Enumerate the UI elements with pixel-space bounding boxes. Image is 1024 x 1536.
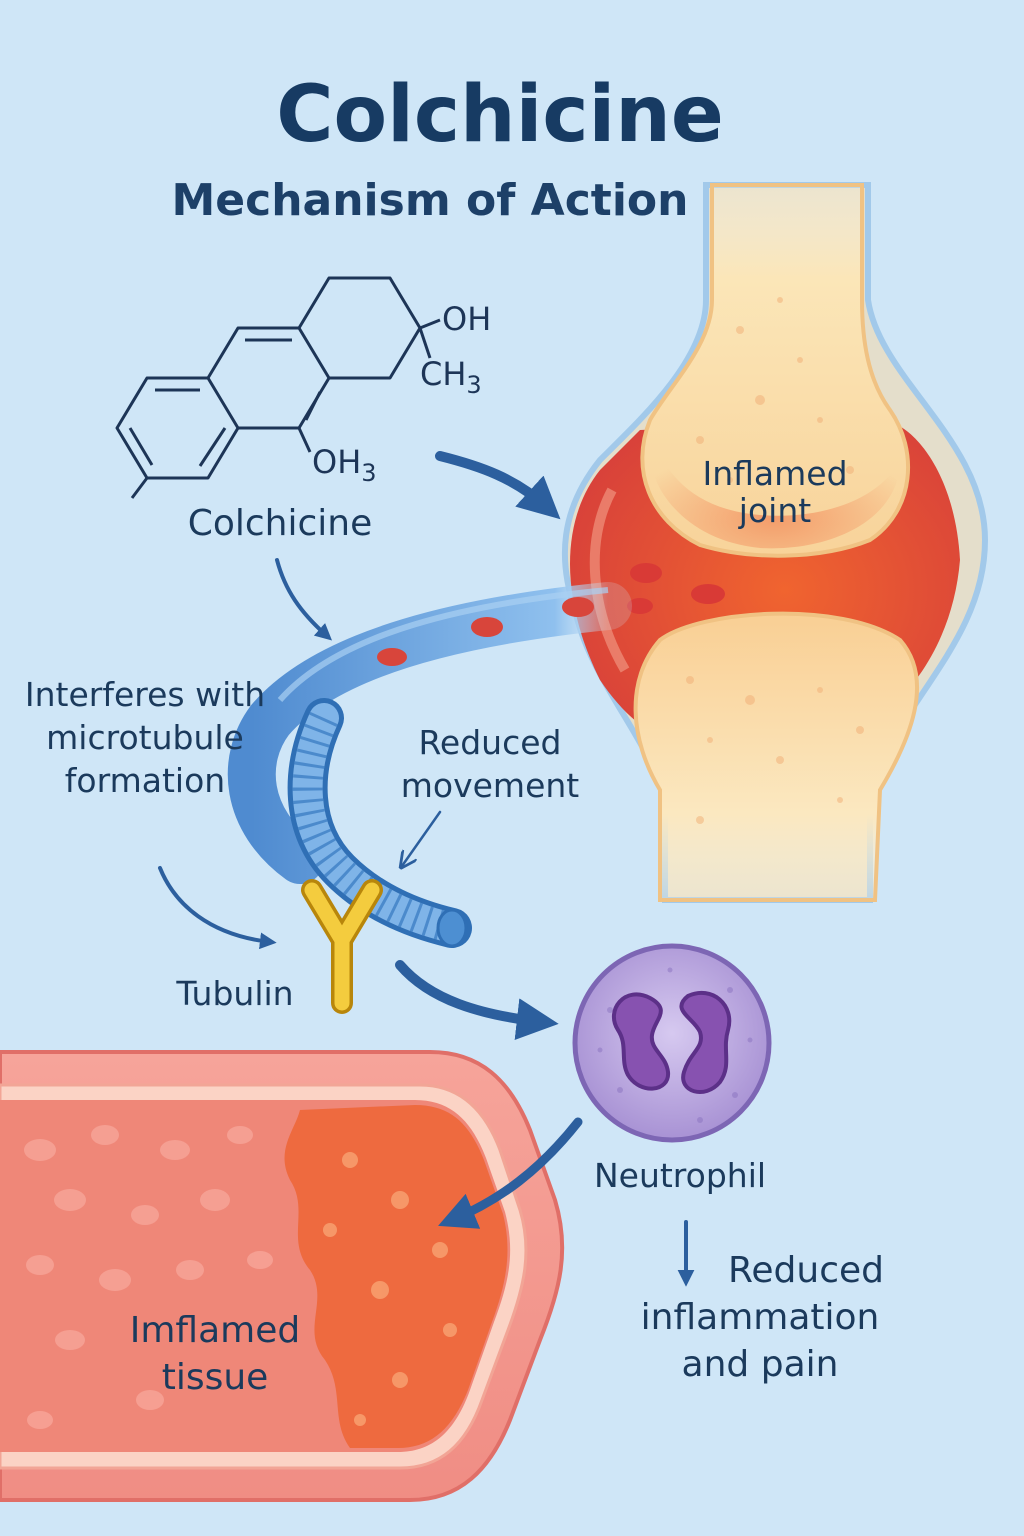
blood-vessel-illustration xyxy=(227,582,632,884)
molecule-oh3-group: OH3 xyxy=(312,443,377,487)
interferes-label: Interferes with microtubule formation xyxy=(24,675,266,800)
neutrophil-icon xyxy=(572,943,772,1143)
arrow-interferes-to-tubulin xyxy=(158,866,277,950)
arrow-colchicine-to-vessel xyxy=(275,558,333,641)
reduced-movement-label: Reduced movement xyxy=(400,723,580,805)
molecule-label: Colchicine xyxy=(187,503,373,544)
neutrophil-label: Neutrophil xyxy=(593,1156,767,1195)
arrow-tubulin-to-neutrophil xyxy=(395,960,559,1041)
inflamed-joint-illustration xyxy=(561,182,989,903)
reduced-inflammation-label: Reduced inflammation and pain xyxy=(640,1250,884,1385)
colchicine-molecule-structure xyxy=(115,276,441,499)
tissue-label: Imflamed tissue xyxy=(129,1310,301,1398)
molecule-ch3-group: CH3 xyxy=(420,355,482,399)
flow-arrows xyxy=(158,451,695,1287)
molecule-oh-group: OH xyxy=(442,300,491,338)
arrow-neutrophil-to-tissue xyxy=(438,1117,583,1229)
arrow-molecule-to-joint xyxy=(435,451,561,520)
arrow-reduced-movement xyxy=(402,810,442,866)
tubulin-label: Tubulin xyxy=(176,974,294,1013)
joint-label: Inflamed joint xyxy=(702,454,848,530)
page-title: Colchicine xyxy=(276,70,724,160)
tubulin-icon xyxy=(301,879,383,1014)
microtubule-illustration xyxy=(287,698,472,948)
page-subtitle: Mechanism of Action xyxy=(171,175,689,226)
inflamed-tissue-illustration xyxy=(0,1050,565,1502)
